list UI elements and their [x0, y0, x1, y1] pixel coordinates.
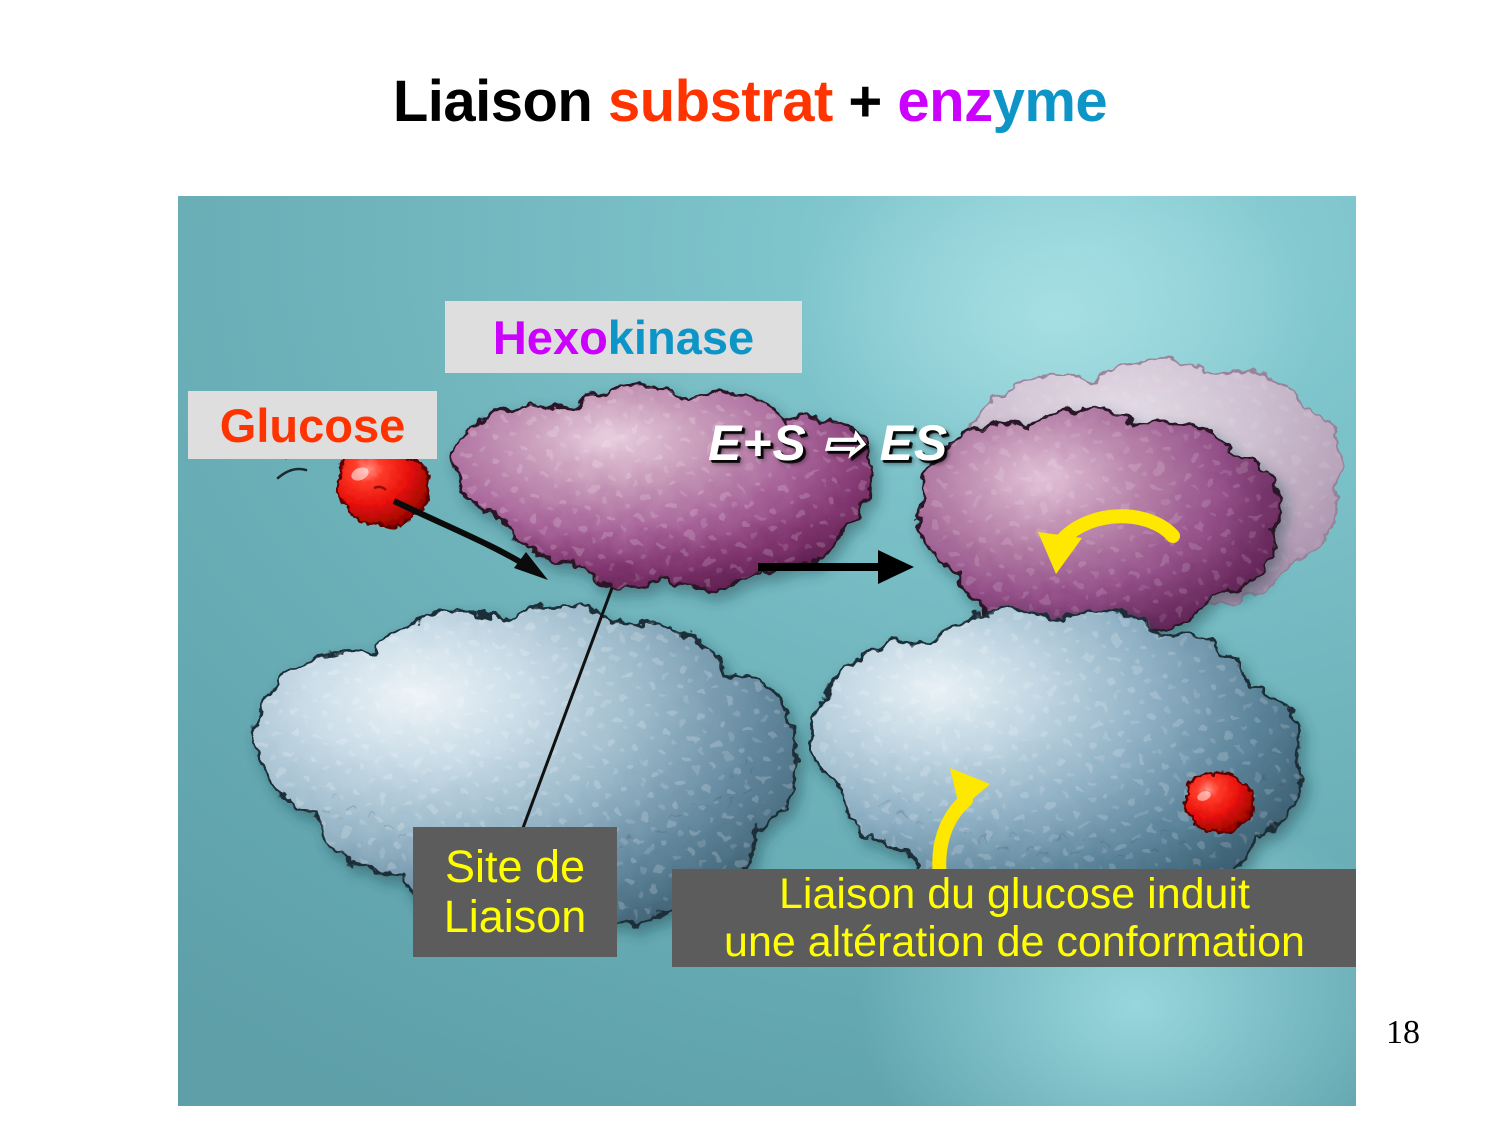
- page-title: Liaison substrat + enzyme: [0, 68, 1500, 135]
- reaction-equation-text: E+S ⇨ ES: [708, 415, 949, 471]
- title-part-yme: yme: [992, 69, 1108, 134]
- title-part-substrat: substrat: [607, 69, 833, 134]
- right-hexokinase-closed: [808, 358, 1343, 917]
- reaction-equation: E+S ⇨ ES: [708, 414, 948, 472]
- glucose-molecule-free: [335, 445, 430, 529]
- hexokinase-conformational-change-diagram: [253, 358, 1343, 933]
- label-hexokinase-part1: Hexo: [492, 310, 608, 364]
- title-part-liaison: Liaison: [392, 69, 608, 134]
- label-hexokinase-part2: kinase: [607, 310, 755, 364]
- transition-arrow: [758, 550, 914, 584]
- glucose-molecule-bound: [1183, 771, 1255, 835]
- left-upper-lobe-purple: [452, 384, 874, 591]
- page-number: 18: [1386, 1014, 1420, 1051]
- title-part-plus: +: [832, 69, 898, 134]
- right-lower-lobe-blue: [808, 608, 1304, 917]
- left-hexokinase-open: [253, 384, 874, 933]
- label-glucose: Glucose: [188, 391, 437, 459]
- title-part-enz: enz: [897, 69, 993, 134]
- label-glucose-text: Glucose: [219, 398, 406, 452]
- left-lower-lobe-blue: [253, 602, 798, 933]
- label-conformation-caption: Liaison du glucose induit une altération…: [672, 869, 1356, 967]
- label-site-de-liaison: Site de Liaison: [413, 827, 617, 957]
- glucose-binding-arrow: [392, 498, 548, 580]
- site-liaison-leader-line: [518, 587, 614, 837]
